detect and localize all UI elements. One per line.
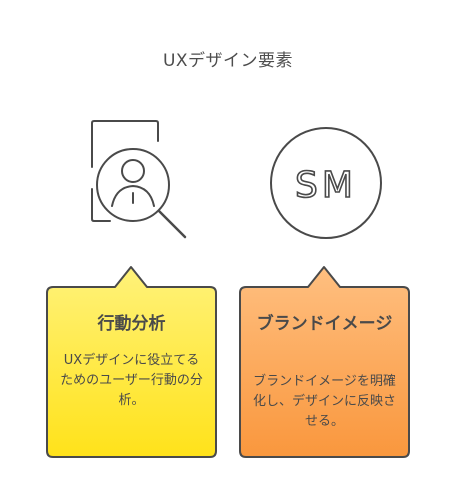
sm-brand-logo-icon: SM [270, 127, 382, 239]
brand-image-card: ブランドイメージ ブランドイメージを明確化し、デザインに反映させる。 [238, 262, 411, 459]
behavior-analysis-heading: 行動分析 [97, 314, 166, 334]
diagram-title: UXデザイン要素 [162, 51, 294, 71]
behavior-analysis-description: UXデザインに役立てるためのユーザー行動の分析。 [60, 353, 203, 408]
brand-image-heading: ブランドイメージ [256, 314, 393, 334]
sm-logo-text: SM [295, 165, 357, 206]
brand-card-background [239, 266, 410, 458]
behavior-analysis-card: 行動分析 UXデザインに役立てるためのユーザー行動の分析。 [45, 262, 218, 459]
behavior-card-background [46, 266, 217, 458]
user-research-magnifier-icon [91, 120, 187, 239]
brand-image-description: ブランドイメージを明確化し、デザインに反映させる。 [252, 374, 396, 429]
